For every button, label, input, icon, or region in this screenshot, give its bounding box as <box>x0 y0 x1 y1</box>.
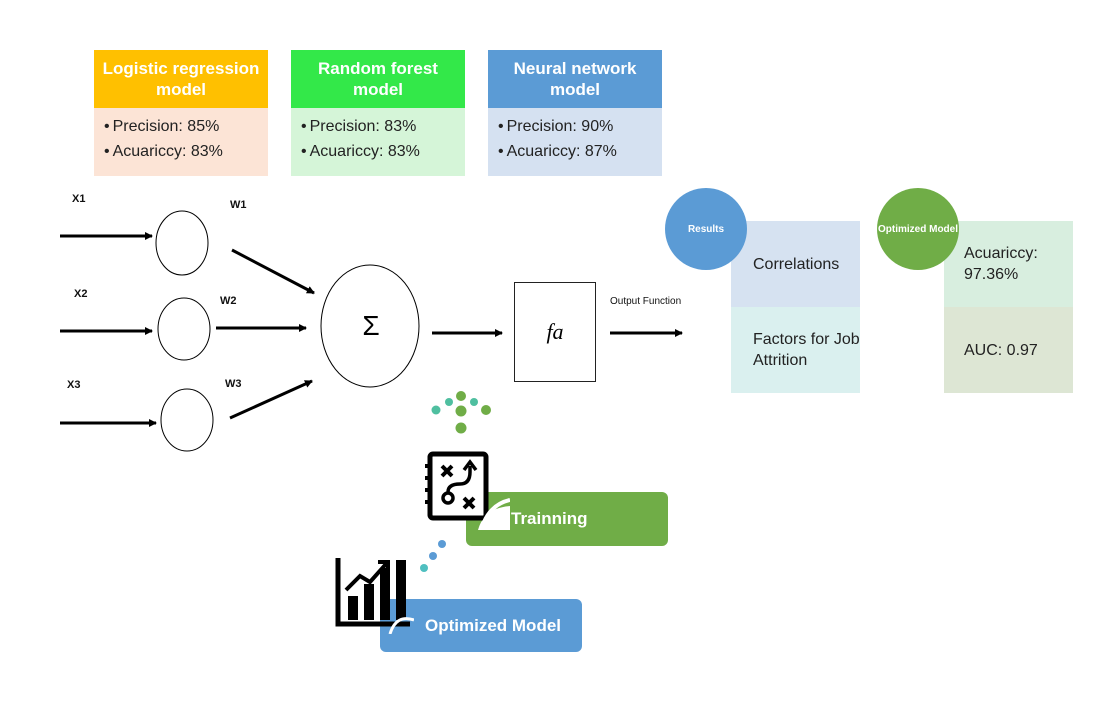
optimized-badge: Optimized Model <box>877 188 959 270</box>
summation-node <box>320 264 420 388</box>
input-label-x3: X3 <box>67 379 81 391</box>
input-label-x1: X1 <box>72 193 86 205</box>
results-row-factors: Factors for Job Attrition <box>731 307 860 393</box>
card-body: Precision: 83% Acuariccy: 83% <box>291 108 465 176</box>
precision-value: Precision: 90% <box>498 114 652 139</box>
input-neuron-1 <box>155 210 209 276</box>
card-title: Neural network model <box>488 50 662 108</box>
connector-dots <box>420 540 446 572</box>
input-neuron-2 <box>157 297 211 361</box>
weight-label-w2: W2 <box>220 295 237 307</box>
neural-network-card: Neural network model Precision: 90% Acua… <box>488 50 662 176</box>
weight-label-w1: W1 <box>230 199 247 211</box>
accuracy-value: Acuariccy: 83% <box>104 139 258 164</box>
activation-function-box: fa <box>514 282 596 382</box>
accuracy-value: Acuariccy: 87% <box>498 139 652 164</box>
results-badge: Results <box>665 188 747 270</box>
accuracy-value: Acuariccy: 83% <box>301 139 455 164</box>
card-body: Precision: 85% Acuariccy: 83% <box>94 108 268 176</box>
card-body: Precision: 90% Acuariccy: 87% <box>488 108 662 176</box>
dots-cluster <box>431 391 491 434</box>
logistic-regression-card: Logistic regression model Precision: 85%… <box>94 50 268 176</box>
weight-label-w3: W3 <box>225 378 242 390</box>
output-function-label: Output Function <box>610 296 682 307</box>
card-title: Logistic regression model <box>94 50 268 108</box>
precision-value: Precision: 85% <box>104 114 258 139</box>
random-forest-card: Random forest model Precision: 83% Acuar… <box>291 50 465 176</box>
sigma-symbol: Σ <box>362 310 380 341</box>
precision-value: Precision: 83% <box>301 114 455 139</box>
results-row-correlations: Correlations <box>731 221 860 307</box>
optimized-model-pill: Optimized Model <box>380 599 582 652</box>
weight-arrow-3 <box>229 379 313 420</box>
strategy-board-icon <box>418 446 511 530</box>
input-label-x2: X2 <box>74 288 88 300</box>
growth-chart-icon <box>334 554 415 635</box>
weight-arrow-1 <box>231 248 315 295</box>
activation-label: fa <box>546 319 564 344</box>
card-title: Random forest model <box>291 50 465 108</box>
optimized-auc: AUC: 0.97 <box>944 307 1073 393</box>
input-neuron-3 <box>160 388 214 452</box>
optimized-accuracy: Acuariccy: 97.36% <box>944 221 1073 307</box>
